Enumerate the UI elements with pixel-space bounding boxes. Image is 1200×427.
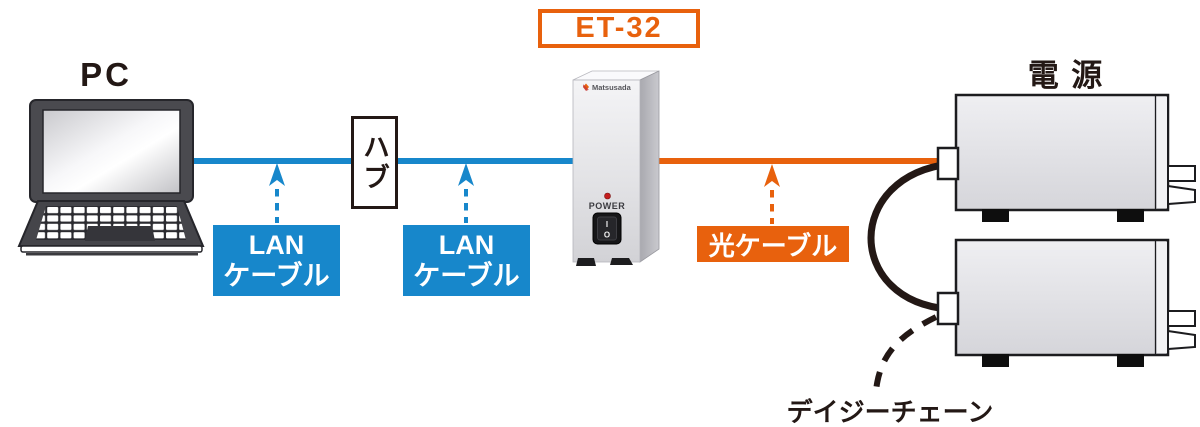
et32-model-badge: ET-32 xyxy=(538,9,700,48)
daisy-chain-label: デイジーチェーン xyxy=(786,397,994,427)
lan-cable-label-1-line2: ケーブル xyxy=(223,260,330,291)
switch-on-text: I xyxy=(606,220,608,229)
lan-cable-label-2: LAN ケーブル xyxy=(403,225,530,296)
power-supply-2-icon xyxy=(954,238,1196,367)
lan-cable-label-2-line1: LAN xyxy=(438,230,495,261)
optical-cable-label: 光ケーブル xyxy=(697,226,849,262)
power-switch[interactable]: I O xyxy=(592,212,622,245)
power-supply-label: 電 源 xyxy=(1027,58,1105,93)
power-supply-1-icon xyxy=(954,93,1196,222)
et32-converter-icon: Matsusada POWER I O xyxy=(572,70,660,266)
brand-text: Matsusada xyxy=(592,83,632,92)
lan-cable-label-1-line1: LAN xyxy=(248,230,305,261)
power-led xyxy=(604,192,611,200)
optical-connector-1 xyxy=(936,146,960,181)
lan-arrow-1 xyxy=(269,163,285,223)
matsusada-logo-icon: Matsusada xyxy=(583,83,632,92)
optical-connector-2 xyxy=(936,291,960,326)
lan-arrow-2 xyxy=(458,163,474,223)
hub-label: ハブ xyxy=(359,132,389,193)
daisy-chain-cable-dashed xyxy=(873,314,938,392)
optical-arrow xyxy=(764,164,780,224)
power-text: POWER xyxy=(589,201,626,211)
lan-cable-label-1: LAN ケーブル xyxy=(213,225,340,296)
lan-cable-label-2-line2: ケーブル xyxy=(413,260,520,291)
pc-label: PC xyxy=(80,56,132,93)
daisy-chain-cable xyxy=(867,160,954,313)
switch-off-text: O xyxy=(604,231,610,240)
hub-box: ハブ xyxy=(351,116,398,209)
pc-laptop-icon xyxy=(17,99,205,256)
